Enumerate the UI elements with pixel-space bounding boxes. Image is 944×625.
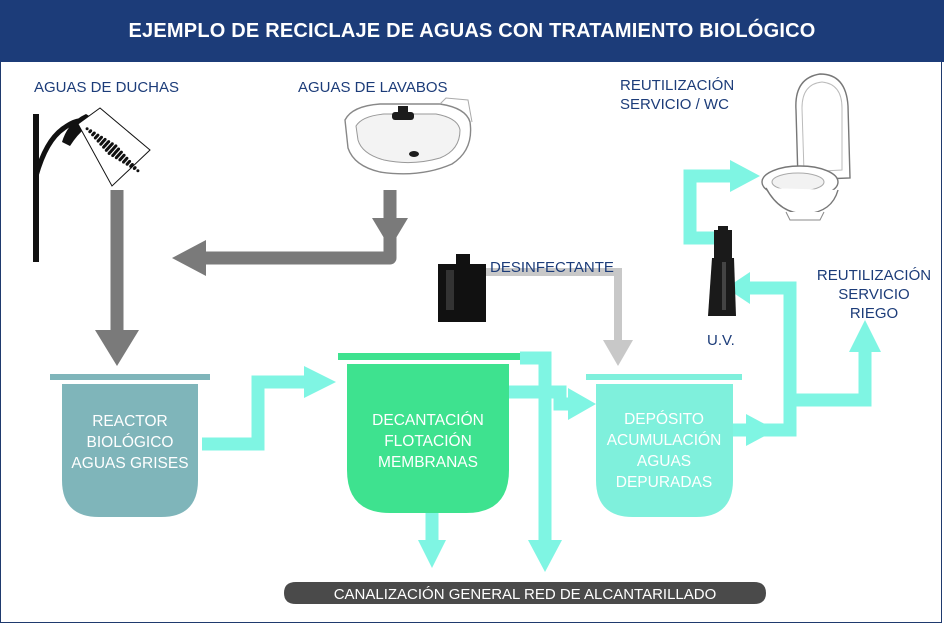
- showers-label: AGUAS DE DUCHAS: [34, 79, 180, 96]
- grey-water-pipes: [110, 190, 397, 338]
- reuse-irrigation-line-2: SERVICIO: [838, 286, 910, 303]
- uv-label: U.V.: [707, 332, 735, 349]
- reuse-wc-line-2: SERVICIO / WC: [620, 96, 729, 113]
- treated-water-arrowheads: [304, 160, 881, 572]
- reactor-label-2: BIOLÓGICO: [87, 434, 174, 451]
- shower-water-dot: [93, 136, 97, 140]
- reuse-wc-label: REUTILIZACIÓN SERVICIO / WC: [620, 76, 734, 114]
- shower-water-dot: [122, 160, 125, 164]
- uv-to-wc-pipe: [683, 169, 730, 245]
- decanter-overflow-pipe: [520, 351, 552, 554]
- shower-water-dot: [114, 156, 118, 160]
- decanter-label-2: FLOTACIÓN: [384, 433, 472, 450]
- reuse-irrigation-line-1: REUTILIZACIÓN: [816, 267, 932, 284]
- reuse-wc-line-1: REUTILIZACIÓN: [620, 77, 735, 94]
- deposit-label-1: DEPÓSITO: [624, 411, 704, 428]
- treated-water-pipes: [202, 169, 872, 554]
- shower-water-dot: [99, 142, 103, 146]
- reuse-irrigation-line-3: RIEGO: [849, 305, 899, 322]
- disinfectant-label: DESINFECTANTE: [490, 259, 614, 276]
- deposit-tank: DEPÓSITO ACUMULACIÓN AGUAS DEPURADAS: [586, 374, 742, 517]
- reuse-irrigation-label: REUTILIZACIÓN SERVICIO RIEGO: [806, 266, 942, 323]
- decanter-label-3: MEMBRANAS: [378, 454, 478, 471]
- shower-water-dot: [107, 152, 111, 155]
- reactor-inlet-arrowhead: [95, 330, 139, 366]
- disinfectant-canister-icon: [438, 254, 486, 322]
- grey-merge-arrowhead: [172, 240, 206, 276]
- shower-water-dot: [125, 162, 129, 166]
- deposit-label-3: AGUAS: [637, 453, 691, 470]
- irrigation-pipe: [783, 350, 872, 407]
- sink-drain-pipe: [190, 190, 397, 265]
- shower-water-dot: [118, 158, 122, 162]
- uv-lamp-icon: [708, 226, 736, 316]
- sewer-bar: CANALIZACIÓN GENERAL RED DE ALCANTARILLA…: [284, 582, 766, 604]
- sink-down-arrowhead: [372, 218, 408, 248]
- shower-water-dot: [85, 127, 89, 131]
- shower-water-dot: [96, 139, 100, 143]
- diagram-title: EJEMPLO DE RECICLAJE DE AGUAS CON TRATAM…: [128, 19, 816, 42]
- sink-icon: [344, 97, 473, 175]
- shower-water-dot: [129, 164, 133, 168]
- shower-icon: [33, 107, 151, 262]
- shower-water-dot: [102, 145, 106, 149]
- deposit-label-2: ACUMULACIÓN: [607, 432, 722, 449]
- disinfectant-arrowhead: [603, 340, 633, 366]
- reactor-label-3: AGUAS GRISES: [71, 455, 188, 472]
- shower-water-dot: [104, 148, 108, 152]
- reactor-to-decanter-pipe: [202, 375, 304, 451]
- sinks-label: AGUAS DE LAVABOS: [298, 79, 448, 96]
- title-bar: EJEMPLO DE RECICLAJE DE AGUAS CON TRATAM…: [0, 0, 944, 62]
- uv-feed-pipe: [748, 281, 797, 400]
- shower-water-dot: [91, 133, 95, 137]
- sewer-label: CANALIZACIÓN GENERAL RED DE ALCANTARILLA…: [334, 586, 717, 603]
- decanter-label-1: DECANTACIÓN: [372, 412, 484, 429]
- decanter-to-deposit-pipe: [505, 385, 568, 411]
- shower-water-dot: [111, 154, 115, 158]
- toilet-icon: [761, 73, 851, 221]
- reactor-label-1: REACTOR: [92, 413, 168, 430]
- reactor-tank: REACTOR BIOLÓGICO AGUAS GRISES: [50, 374, 210, 517]
- shower-water-dot: [88, 130, 92, 134]
- shower-water-dot: [136, 169, 140, 173]
- decanter-tank: DECANTACIÓN FLOTACIÓN MEMBRANAS: [338, 353, 520, 513]
- deposit-label-4: DEPURADAS: [616, 474, 712, 491]
- shower-water-dot: [132, 167, 136, 170]
- disinfectant-line: [486, 268, 622, 342]
